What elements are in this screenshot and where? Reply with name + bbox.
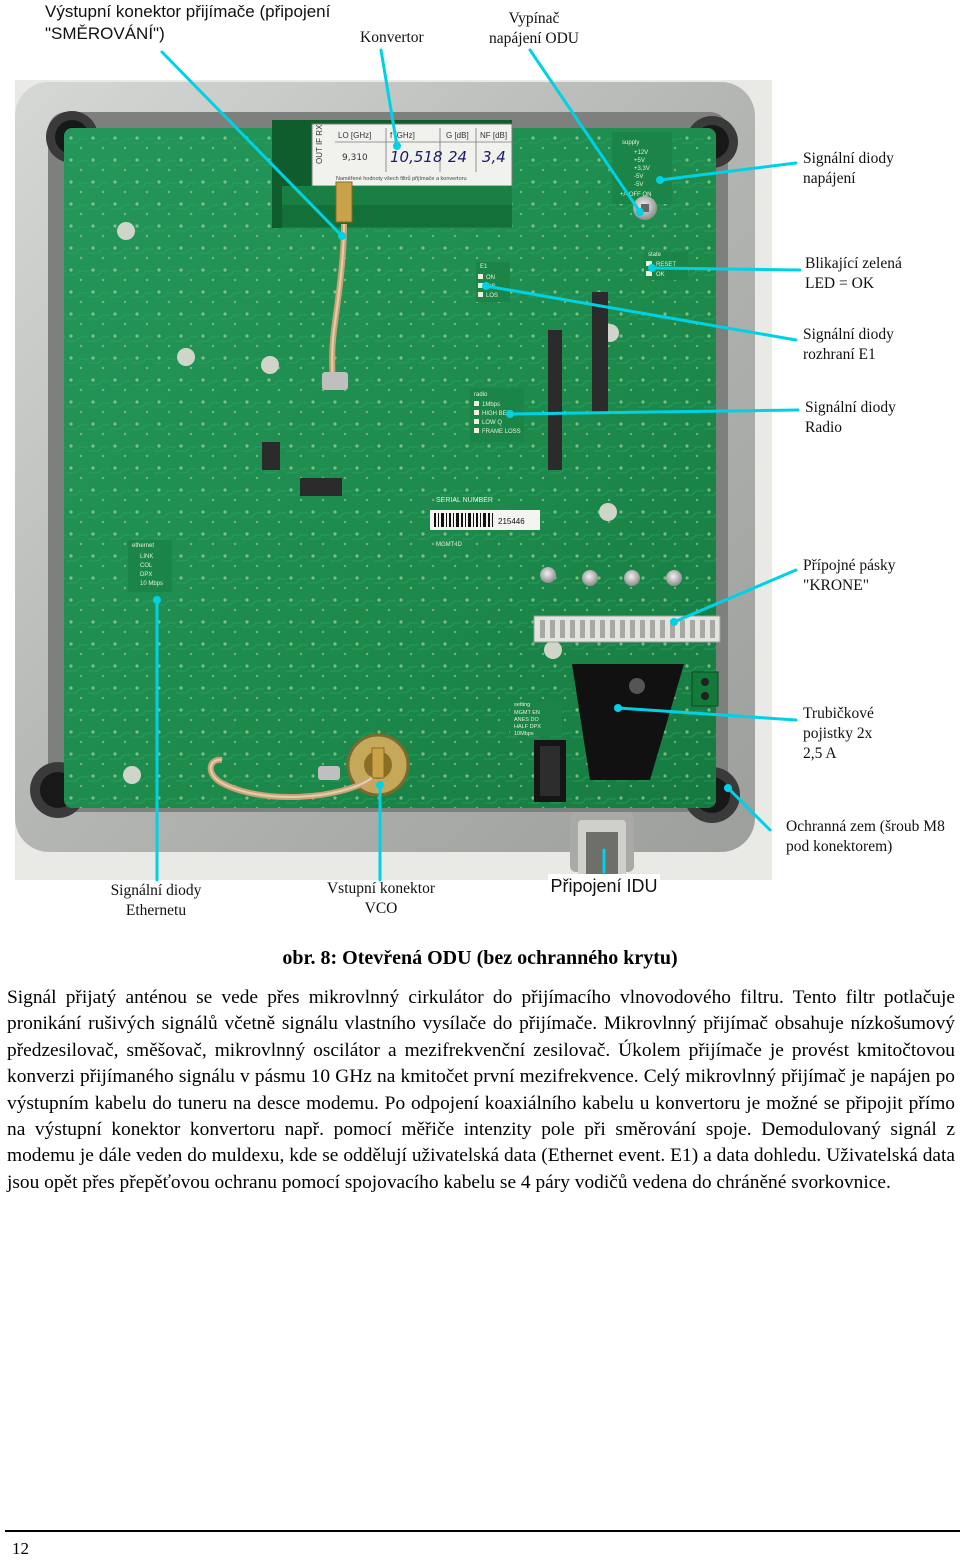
label-power-signal-leds: Signální diody napájení [803, 150, 894, 187]
silk-state: RESET [656, 262, 676, 268]
label-idu-connection: Připojení IDU [548, 874, 660, 898]
label-odu-power-switch: Vypínač napájení ODU [489, 10, 579, 47]
silk-ethernet: 10 Mbps [140, 581, 163, 587]
silk-supply: -5V [634, 174, 643, 180]
silk-supply: +/- OFF ON [620, 192, 652, 198]
silk-radio: LOW Q [482, 420, 502, 426]
label-converter: Konvertor [360, 29, 424, 46]
silk-setting: HALF DPX [514, 724, 541, 730]
footer-rule [5, 1530, 960, 1532]
converter-label-value: 24 [448, 148, 467, 166]
silk-e1: ON [486, 275, 495, 281]
label-krone-strips: Přípojné pásky "KRONE" [803, 557, 896, 594]
silk-supply: +5V [634, 158, 645, 164]
silk-radio: radio [474, 392, 488, 398]
odu-photo: OUT IF RX LO [GHz] f [GHz] G [dB] NF [dB… [15, 48, 802, 890]
label-vco-input-connector: Vstupní konektor VCO [326, 880, 436, 917]
converter-label-value: 9,310 [342, 153, 368, 163]
body-paragraph-text: Signál přijatý anténou se vede přes mikr… [7, 987, 955, 1193]
label-blinking-green-led: Blikající zelená LED = OK [805, 255, 902, 292]
page-number: 12 [12, 1539, 29, 1558]
converter-label-header: G [dB] [446, 131, 469, 140]
silk-ethernet: DPX [140, 572, 152, 578]
silk-ethernet: ethernet [132, 543, 154, 549]
figure-caption: obr. 8: Otevřená ODU (bez ochranného kry… [282, 947, 678, 969]
converter-label-header: NF [dB] [480, 131, 507, 140]
silk-radio: 1Mbps [482, 402, 500, 408]
silk-state: state [648, 252, 662, 258]
silk-radio: HIGH BER [482, 411, 512, 417]
label-radio-signal-leds: Signální diody Radio [805, 399, 896, 436]
silk-radio: FRAME LOSS [482, 429, 521, 435]
silk-setting: ANES DO [514, 717, 539, 723]
label-tube-fuses: Trubičkové pojistky 2x 2,5 A [803, 705, 874, 762]
silk-supply: supply [622, 140, 639, 146]
silk-serial-number: SERIAL NUMBER [436, 497, 493, 504]
converter-label-header: f [GHz] [390, 131, 415, 140]
label-ethernet-signal-leds: Signální diody Ethernetu [110, 882, 202, 919]
silk-e1: E1 [480, 264, 488, 270]
converter-label-side: OUT IF RX [315, 124, 324, 164]
label-receiver-output-connector: Výstupní konektor přijímače (připojení "… [45, 2, 331, 43]
label-e1-signal-leds: Signální diody rozhraní E1 [803, 326, 894, 363]
label-protective-ground: Ochranná zem (šroub M8 pod konektorem) [786, 818, 945, 855]
silk-setting: 10Mbps [514, 731, 534, 737]
silk-mgmt-id: MGMT ID [436, 542, 463, 548]
silk-state: OK [656, 272, 665, 278]
converter-label-note: Naměřené hodnoty všech filtrů přijímače … [336, 175, 467, 182]
silk-setting: MGMT EN [514, 710, 540, 716]
serial-number: 215446 [498, 517, 525, 526]
converter-label-value: 3,4 [482, 148, 506, 166]
silk-supply: +12V [634, 150, 648, 156]
figure-open-odu: OUT IF RX LO [GHz] f [GHz] G [dB] NF [dB… [15, 2, 945, 919]
body-paragraph: Signál přijatý anténou se vede přes mikr… [7, 985, 955, 1196]
silk-e1: LOS [486, 293, 498, 299]
silk-supply: -5V [634, 182, 643, 188]
silk-supply: +3,3V [634, 166, 650, 172]
silk-ethernet: COL [140, 563, 153, 569]
silk-setting: setting [514, 702, 530, 708]
silk-ethernet: LINK [140, 554, 153, 560]
converter-label-header: LO [GHz] [338, 131, 371, 140]
converter-label-value: 10,518 [390, 148, 443, 166]
